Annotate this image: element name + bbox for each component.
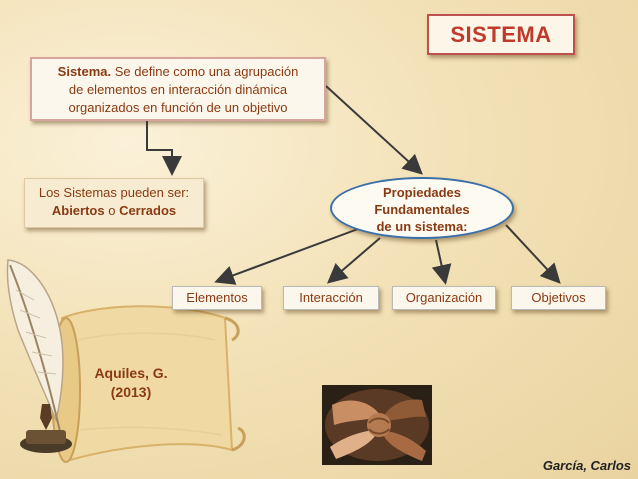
- branch-objetivos: [505, 224, 561, 284]
- properties-node-line-2: Fundamentales: [374, 202, 470, 217]
- properties-node-line-3: de un sistema:: [376, 219, 468, 234]
- page-title: SISTEMA: [427, 14, 575, 55]
- properties-node-line-1: Propiedades: [382, 185, 462, 200]
- def-to-properties-arrow: [325, 85, 423, 175]
- property-objetivos: Objetivos: [511, 286, 606, 310]
- definition-box: Sistema. Se define como una agrupación d…: [30, 57, 326, 121]
- type-open: Abiertos: [51, 203, 105, 218]
- types-line-1: Los Sistemas pueden ser:: [38, 185, 190, 200]
- quill-illustration: [6, 259, 72, 453]
- types-line-2: Abiertos o Cerrados: [25, 202, 203, 220]
- branch-interaccion: [326, 237, 381, 284]
- definition-term: Sistema.: [57, 64, 112, 79]
- definition-line-3: organizados en función de un objetivo: [68, 100, 288, 115]
- definition-text-1: Se define como una agrupación: [111, 64, 299, 79]
- property-elementos: Elementos: [172, 286, 262, 310]
- author-year: (2013): [110, 384, 152, 400]
- property-interaccion: Interacción: [283, 286, 379, 310]
- definition-line-2: de elementos en interacción dinámica: [68, 82, 288, 97]
- property-organizacion: Organización: [392, 286, 496, 310]
- properties-node: Propiedades Fundamentales de un sistema:: [330, 177, 514, 239]
- branch-organizacion: [431, 239, 452, 285]
- branch-elementos: [214, 225, 367, 285]
- author-citation: Aquiles, G. (2013): [88, 364, 174, 402]
- author-credit: García, Carlos: [542, 458, 631, 473]
- system-types-box: Los Sistemas pueden ser: Abiertos o Cerr…: [24, 178, 204, 228]
- def-to-types-arrow: [146, 121, 182, 176]
- hands-photo: [322, 385, 432, 465]
- definition-line-1: Sistema. Se define como una agrupación: [32, 63, 324, 81]
- types-connector: o: [104, 203, 120, 218]
- author-name: Aquiles, G.: [94, 365, 168, 381]
- type-closed: Cerrados: [119, 203, 177, 218]
- connectors: [146, 85, 561, 285]
